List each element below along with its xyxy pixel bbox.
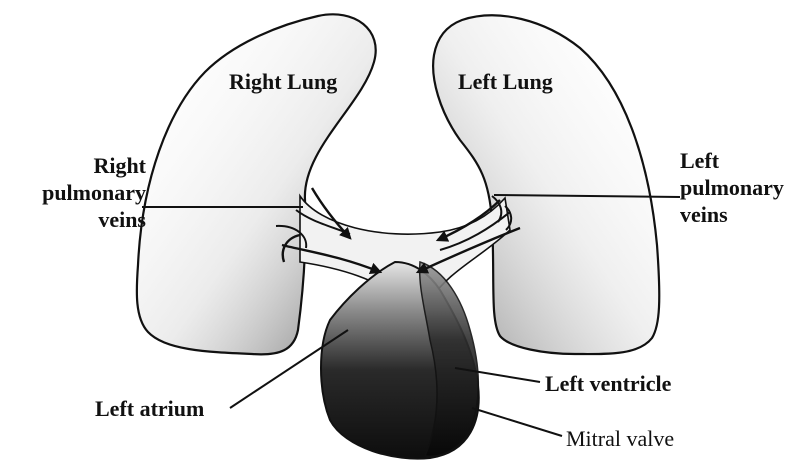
mitral-valve-label: Mitral valve bbox=[566, 425, 674, 452]
right-pulmonary-veins-line-2: pulmonary bbox=[18, 179, 146, 206]
left-pulmonary-veins-line-3: veins bbox=[680, 201, 784, 228]
left-lung-label: Left Lung bbox=[458, 68, 553, 95]
right-pulmonary-veins-line-3: veins bbox=[18, 206, 146, 233]
leader-mitral-valve bbox=[472, 408, 562, 436]
left-lung-shape bbox=[433, 15, 659, 354]
right-lung-label: Right Lung bbox=[229, 68, 337, 95]
left-atrium-label: Left atrium bbox=[95, 395, 204, 422]
right-pulmonary-veins-line-1: Right bbox=[18, 152, 146, 179]
right-lung-shape bbox=[137, 14, 376, 354]
right-pulmonary-veins-label: Right pulmonary veins bbox=[18, 152, 146, 233]
left-pulmonary-veins-line-2: pulmonary bbox=[680, 174, 784, 201]
left-pulmonary-veins-line-1: Left bbox=[680, 147, 784, 174]
left-ventricle-label: Left ventricle bbox=[545, 370, 671, 397]
left-pulmonary-veins-label: Left pulmonary veins bbox=[680, 147, 784, 228]
